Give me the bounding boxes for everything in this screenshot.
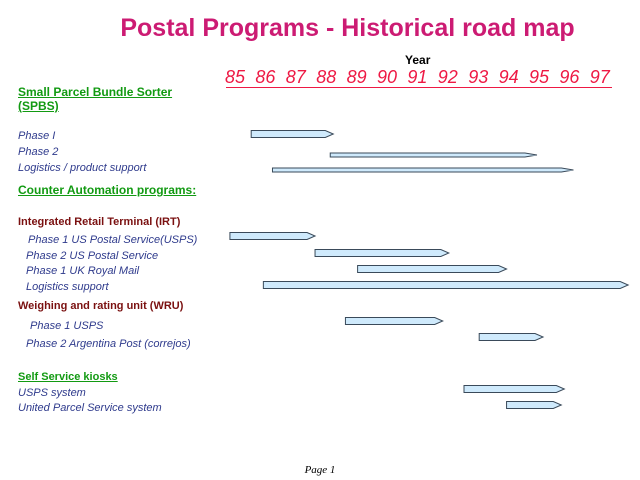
timeline-bar	[357, 265, 508, 273]
timeline-bar	[314, 249, 451, 257]
year-tick-label: 94	[498, 67, 519, 87]
year-tick-label: 97	[589, 67, 610, 87]
item-label: Phase 1 UK Royal Mail	[26, 265, 140, 277]
year-axis-underline	[226, 87, 612, 88]
page-number: Page 1	[304, 464, 336, 476]
item-label: USPS system	[18, 387, 86, 399]
year-tick-label: 92	[437, 67, 458, 87]
timeline-bar	[344, 317, 444, 325]
item-label: Logistics support	[26, 281, 109, 293]
item-label: Logistics / product support	[18, 162, 147, 174]
year-axis-label: Year	[405, 53, 431, 67]
year-tick-label: 95	[529, 67, 550, 87]
item-label: Phase I	[18, 130, 56, 142]
section-heading-line: Small Parcel Bundle Sorter	[18, 85, 173, 99]
subheading-wru: Weighing and rating unit (WRU)	[18, 300, 184, 312]
timeline-bar	[506, 401, 563, 409]
section-heading-spbs: Small Parcel Bundle Sorter(SPBS)	[18, 85, 172, 113]
section-heading-kiosks: Self Service kiosks	[18, 371, 118, 383]
item-label: Phase 1 US Postal Service(USPS)	[28, 234, 198, 246]
section-heading-line: (SPBS)	[18, 99, 59, 113]
year-tick-label: 93	[468, 67, 489, 87]
subheading-irt: Integrated Retail Terminal (IRT)	[18, 216, 181, 228]
year-tick-label: 86	[255, 67, 276, 87]
year-tick-label: 96	[559, 67, 580, 87]
item-label: Phase 2	[18, 146, 59, 158]
year-tick-label: 91	[407, 67, 428, 87]
item-label: Phase 1 USPS	[30, 320, 104, 332]
item-label: Phase 2 US Postal Service	[26, 250, 159, 262]
year-tick-label: 90	[377, 67, 398, 87]
year-tick-label: 85	[225, 67, 246, 87]
year-tick-label: 87	[285, 67, 306, 87]
timeline-bar	[262, 281, 630, 289]
timeline-bar	[271, 167, 574, 173]
page-title: Postal Programs - Historical road map	[120, 14, 575, 42]
item-label: Phase 2 Argentina Post (correjos)	[26, 338, 191, 350]
year-tick-label: 89	[346, 67, 367, 87]
item-label: United Parcel Service system	[18, 402, 162, 414]
timeline-bar	[250, 130, 335, 138]
timeline-bar	[463, 385, 566, 393]
timeline-bar	[229, 232, 317, 240]
section-heading-counter-automation: Counter Automation programs:	[18, 183, 197, 197]
timeline-bar	[478, 333, 545, 341]
timeline-bar	[329, 152, 538, 158]
year-tick-label: 88	[316, 67, 337, 87]
